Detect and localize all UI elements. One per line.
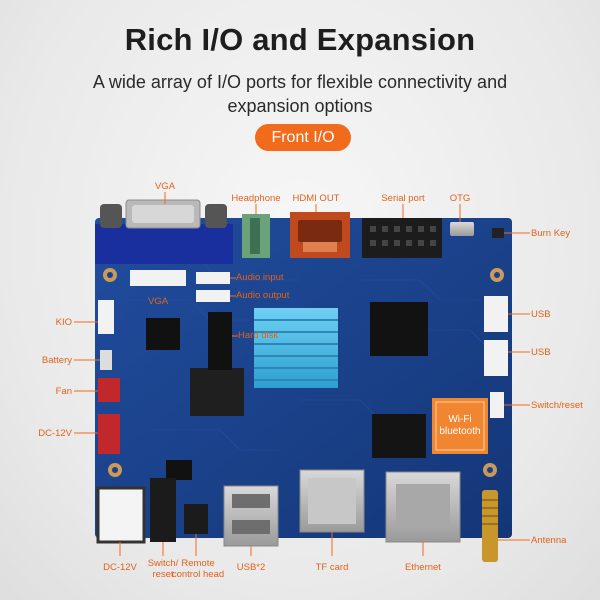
usb-header-1 [484, 296, 508, 332]
page-subtitle: A wide array of I/O ports for flexible c… [92, 72, 508, 116]
label-usb-1: USB [531, 309, 551, 320]
label-otg: OTG [449, 193, 471, 204]
label-kio: KIO [55, 317, 72, 328]
fan-header [98, 378, 120, 402]
vga-connector [95, 224, 233, 264]
antenna-connector [482, 490, 498, 562]
audio-input-header [196, 272, 230, 284]
label-usb-x2: USB*2 [236, 562, 266, 573]
wifi-module [432, 398, 488, 454]
label-remote-control: Remote control head [171, 558, 225, 580]
switch-reset-header [150, 478, 176, 542]
dc12v-header [98, 414, 120, 454]
otg-port [450, 222, 474, 236]
chip [166, 460, 192, 480]
serial-port-header [362, 218, 442, 258]
front-io-badge: Front I/O [255, 124, 351, 151]
label-headphone: Headphone [231, 193, 281, 204]
usb-header-2 [484, 340, 508, 376]
label-antenna: Antenna [531, 535, 567, 546]
dc-jack [96, 486, 146, 544]
label-tf-card: TF card [315, 562, 349, 573]
label-switch-reset-bottom: Switch/ reset [147, 558, 179, 580]
audio-output-header [196, 290, 230, 302]
burn-key [492, 228, 504, 238]
cpu [370, 302, 428, 356]
battery-header [100, 350, 112, 370]
label-fan: Fan [55, 386, 72, 397]
label-vga-inner: VGA [148, 296, 169, 307]
page-title: Rich I/O and Expansion [124, 22, 476, 57]
label-burn-key: Burn Key [531, 228, 571, 239]
heatsink [254, 308, 338, 388]
sata-connector [208, 312, 232, 370]
label-vga-top: VGA [154, 181, 176, 192]
label-dc12v-left: DC-12V [38, 428, 72, 439]
label-audio-output: Audio output [236, 290, 290, 301]
label-serial-port: Serial port [381, 193, 425, 204]
label-dc12v-bottom: DC-12V [103, 562, 137, 573]
label-switch-reset-right: Switch/reset [531, 400, 583, 411]
switch-header [490, 392, 504, 418]
remote-header [184, 504, 208, 534]
audio-vga-header [130, 270, 186, 286]
label-hard-disk: Hard disk [238, 330, 279, 341]
wifi-chip-label: Wi-Fi bluetooth [439, 414, 481, 437]
chip [372, 414, 426, 458]
label-usb-2: USB [531, 347, 551, 358]
label-hdmi-out: HDMI OUT [292, 193, 340, 204]
label-audio-input: Audio input [236, 272, 284, 283]
chip [190, 368, 244, 416]
kio-header [98, 300, 114, 334]
label-battery: Battery [41, 355, 72, 366]
chip [146, 318, 180, 350]
label-ethernet: Ethernet [405, 562, 441, 573]
